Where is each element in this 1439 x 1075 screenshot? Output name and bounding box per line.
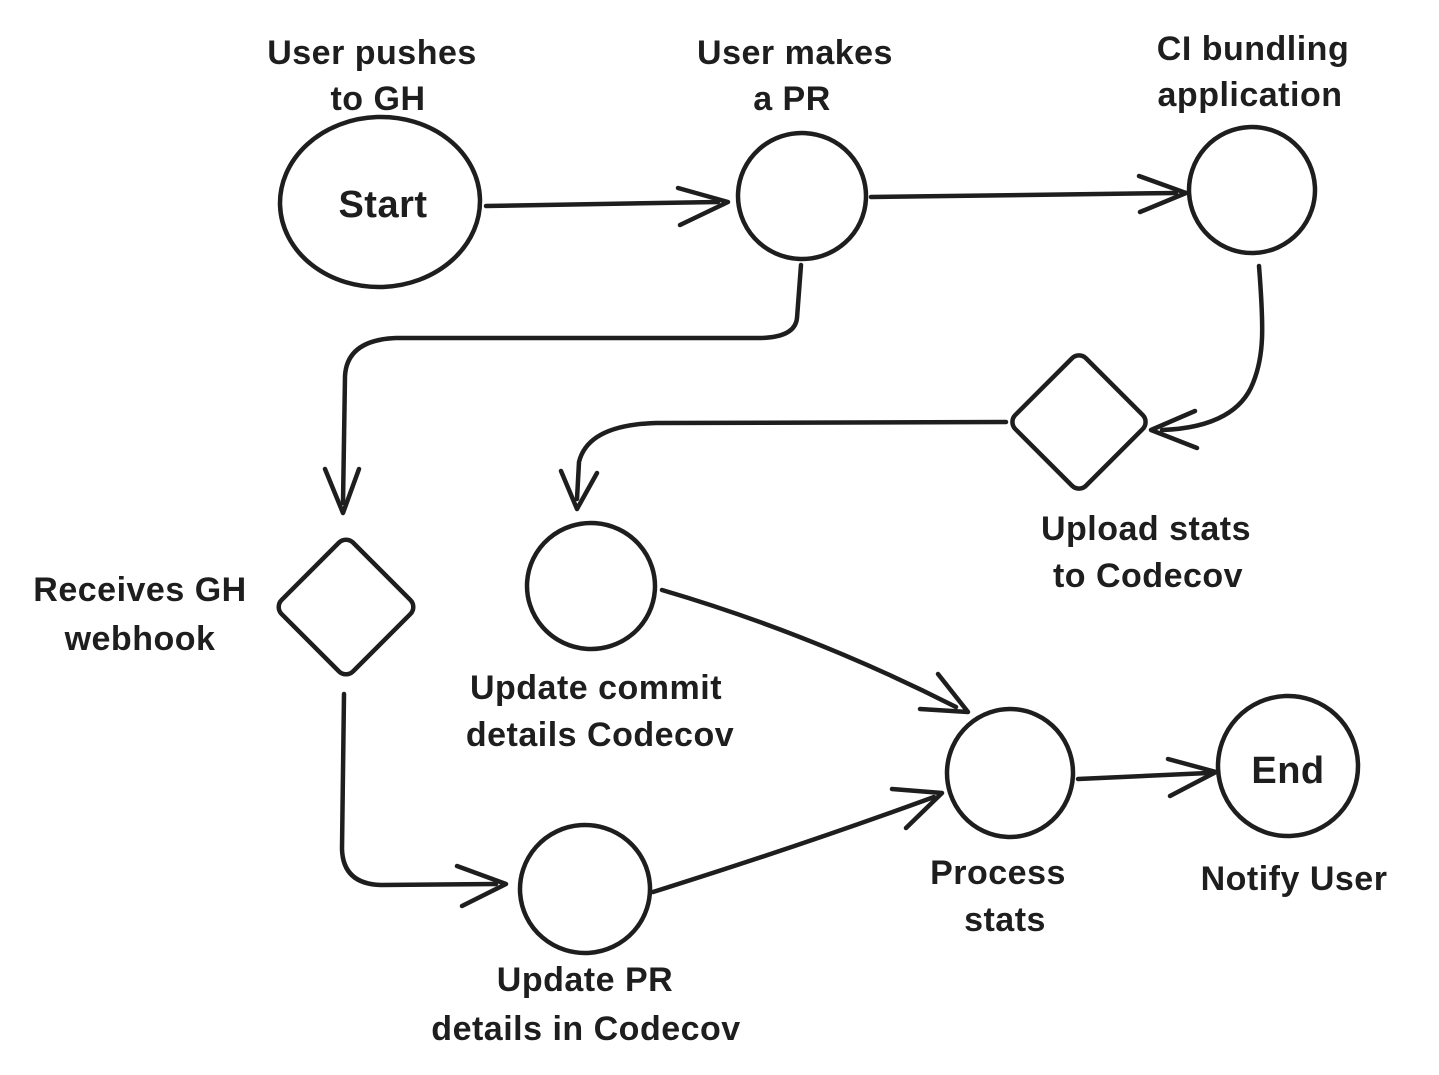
- node-start: [277, 114, 483, 290]
- label-notify-user-line1: Notify User: [1201, 860, 1388, 898]
- node-upload-stats: [1010, 353, 1148, 491]
- edge-upload-stats-to-update-commit: [558, 419, 1009, 512]
- edge-pr-to-ci-arrowhead: [1136, 173, 1189, 215]
- label-receives-gh-webhook: Receives GH webhook: [33, 571, 246, 658]
- edge-update-pr-to-process-stats-arrowhead: [889, 786, 945, 831]
- edge-process-stats-to-end: [1075, 756, 1219, 799]
- edge-receives-webhook-to-update-pr: [339, 691, 509, 909]
- edge-update-commit-to-process-stats: [659, 587, 971, 715]
- node-ci-bundling-shape: [1186, 124, 1318, 256]
- label-update-commit-line1: Update commit: [470, 669, 722, 707]
- node-end: [1215, 693, 1361, 839]
- node-layer: [276, 114, 1361, 956]
- label-update-pr-line1: Update PR: [497, 961, 673, 999]
- label-ci-bundling-application: CI bundling application: [1157, 30, 1349, 114]
- label-update-pr-details: Update PR details in Codecov: [431, 961, 740, 1048]
- node-update-commit-shape: [524, 520, 658, 652]
- label-update-commit-line2: details Codecov: [466, 716, 734, 754]
- label-ci-bundling-line2: application: [1158, 76, 1343, 114]
- edge-pr-to-receives-webhook: [322, 262, 804, 516]
- edge-pr-to-ci-line: [868, 190, 1179, 200]
- label-user-pushes-line2: to GH: [330, 80, 425, 118]
- label-upload-stats-line2: to Codecov: [1053, 557, 1243, 595]
- edge-upload-stats-to-update-commit-arrowhead: [558, 468, 600, 512]
- edge-update-pr-to-process-stats-line: [650, 794, 937, 895]
- node-process-stats: [944, 706, 1076, 840]
- label-update-commit-details: Update commit details Codecov: [466, 669, 734, 754]
- edge-start-to-pr-line: [483, 199, 721, 209]
- edge-update-commit-to-process-stats-arrowhead: [917, 671, 971, 715]
- label-process-stats: Process stats: [930, 854, 1066, 939]
- edge-pr-to-receives-webhook-arrowhead: [322, 466, 362, 516]
- node-update-commit: [524, 520, 658, 652]
- edge-process-stats-to-end-line: [1075, 770, 1211, 782]
- edge-ci-to-upload-stats: [1148, 263, 1265, 451]
- edge-update-pr-to-process-stats: [650, 786, 945, 895]
- edge-start-to-pr: [483, 185, 731, 228]
- label-user-makes-line1: User makes: [697, 34, 893, 72]
- node-ci-bundling: [1186, 124, 1318, 256]
- label-process-stats-line1: Process: [930, 854, 1066, 892]
- label-upload-stats-line1: Upload stats: [1041, 510, 1251, 548]
- edge-ci-to-upload-stats-arrowhead: [1148, 408, 1200, 451]
- label-notify-user: Notify User: [1201, 860, 1388, 898]
- node-user-makes-pr-shape: [735, 130, 869, 262]
- label-update-pr-line2: details in Codecov: [431, 1010, 740, 1048]
- node-user-makes-pr: [735, 130, 869, 262]
- node-update-pr-shape: [517, 822, 653, 956]
- label-user-pushes-to-gh: User pushes to GH: [267, 34, 477, 118]
- node-upload-stats-shape: [1010, 353, 1148, 491]
- edge-upload-stats-to-update-commit-line: [574, 419, 1009, 502]
- node-update-pr: [517, 822, 653, 956]
- node-end-text: End: [1251, 750, 1324, 792]
- label-ci-bundling-line1: CI bundling: [1157, 30, 1349, 68]
- node-process-stats-shape: [944, 706, 1076, 840]
- edge-receives-webhook-to-update-pr-line: [339, 691, 499, 888]
- node-receives-webhook-shape: [276, 537, 416, 677]
- edge-update-commit-to-process-stats-line: [659, 587, 959, 710]
- edge-pr-to-ci: [868, 173, 1189, 215]
- label-upload-stats-to-codecov: Upload stats to Codecov: [1041, 510, 1251, 595]
- label-user-makes-a-pr: User makes a PR: [697, 34, 893, 118]
- node-end-shape: [1215, 693, 1361, 839]
- edge-receives-webhook-to-update-pr-arrowhead: [454, 863, 509, 909]
- edge-pr-to-receives-webhook-line: [340, 262, 804, 506]
- node-start-shape: [277, 114, 483, 290]
- label-user-pushes-line1: User pushes: [267, 34, 477, 72]
- label-receives-webhook-line2: webhook: [64, 620, 216, 658]
- edge-ci-to-upload-stats-line: [1159, 263, 1265, 433]
- text-layer: Start End User pushes to GH User makes a…: [33, 30, 1387, 1048]
- label-user-makes-line2: a PR: [753, 80, 831, 118]
- edge-process-stats-to-end-arrowhead: [1165, 756, 1219, 799]
- label-receives-webhook-line1: Receives GH: [33, 571, 246, 609]
- label-process-stats-line2: stats: [964, 901, 1046, 939]
- node-start-text: Start: [338, 184, 427, 226]
- node-receives-webhook: [276, 537, 416, 677]
- edge-start-to-pr-arrowhead: [675, 185, 731, 228]
